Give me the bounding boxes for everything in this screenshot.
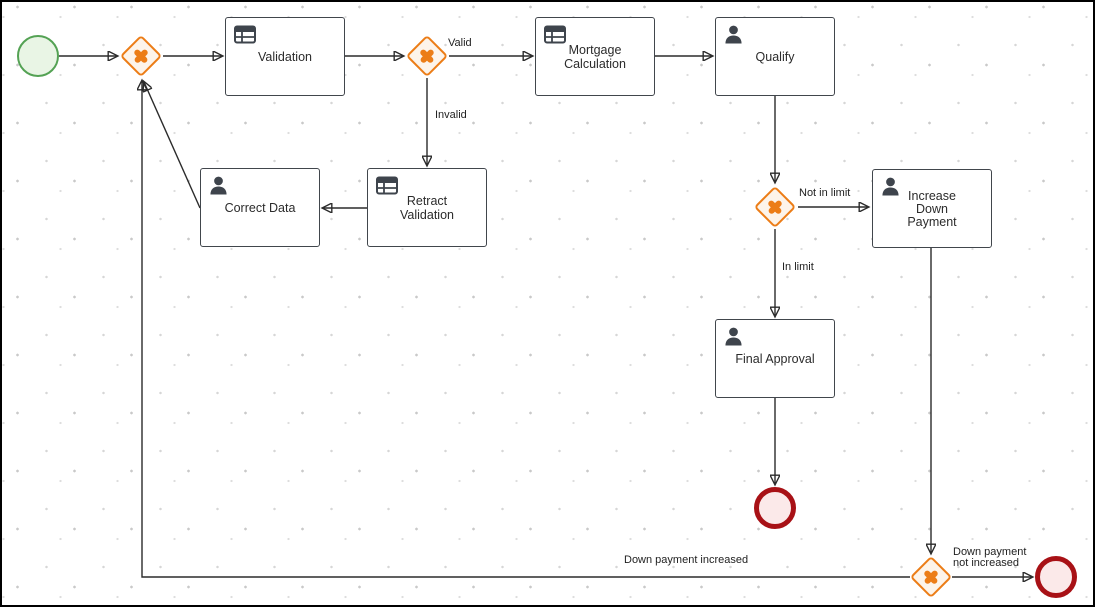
end-event-not-increased[interactable] bbox=[1035, 556, 1077, 598]
user-icon bbox=[725, 25, 742, 44]
flow-label-not-in-limit: Not in limit bbox=[799, 187, 851, 199]
task-retract-validation[interactable]: Retract Validation bbox=[367, 168, 487, 247]
flow-correct-data-to-merge-gateway[interactable] bbox=[144, 82, 201, 209]
task-label: Correct Data bbox=[224, 200, 296, 215]
task-qualify[interactable]: Qualify bbox=[715, 17, 835, 96]
end-event-approved[interactable] bbox=[754, 487, 796, 529]
user-icon bbox=[210, 176, 227, 195]
task-label: Validation bbox=[258, 49, 312, 64]
task-mortgage-calculation[interactable]: Mortgage Calculation bbox=[535, 17, 655, 96]
task-label: Increase Down Payment bbox=[907, 188, 957, 230]
flow-down-payment-increased-to-merge-gateway[interactable] bbox=[142, 81, 910, 578]
task-validation[interactable]: Validation bbox=[225, 17, 345, 96]
flow-label-down-payment-not-increased: Down payment not increased bbox=[953, 546, 1027, 569]
flow-label-invalid: Invalid bbox=[435, 109, 467, 121]
user-icon bbox=[882, 177, 899, 196]
business-rule-icon bbox=[544, 25, 566, 44]
business-rule-icon bbox=[234, 25, 256, 44]
start-event[interactable] bbox=[17, 35, 59, 77]
task-label: Final Approval bbox=[735, 351, 815, 366]
task-label: Mortgage Calculation bbox=[564, 43, 626, 71]
task-final-approval[interactable]: Final Approval bbox=[715, 319, 835, 398]
user-icon bbox=[725, 327, 742, 346]
flow-label-down-payment-increased: Down payment increased bbox=[624, 554, 749, 566]
task-label: Retract Validation bbox=[400, 194, 454, 222]
flow-label-valid: Valid bbox=[448, 37, 472, 49]
flow-label-in-limit: In limit bbox=[782, 261, 814, 273]
task-correct-data[interactable]: Correct Data bbox=[200, 168, 320, 247]
business-rule-icon bbox=[376, 176, 398, 195]
task-label: Qualify bbox=[755, 49, 795, 64]
task-increase-down-payment[interactable]: Increase Down Payment bbox=[872, 169, 992, 248]
